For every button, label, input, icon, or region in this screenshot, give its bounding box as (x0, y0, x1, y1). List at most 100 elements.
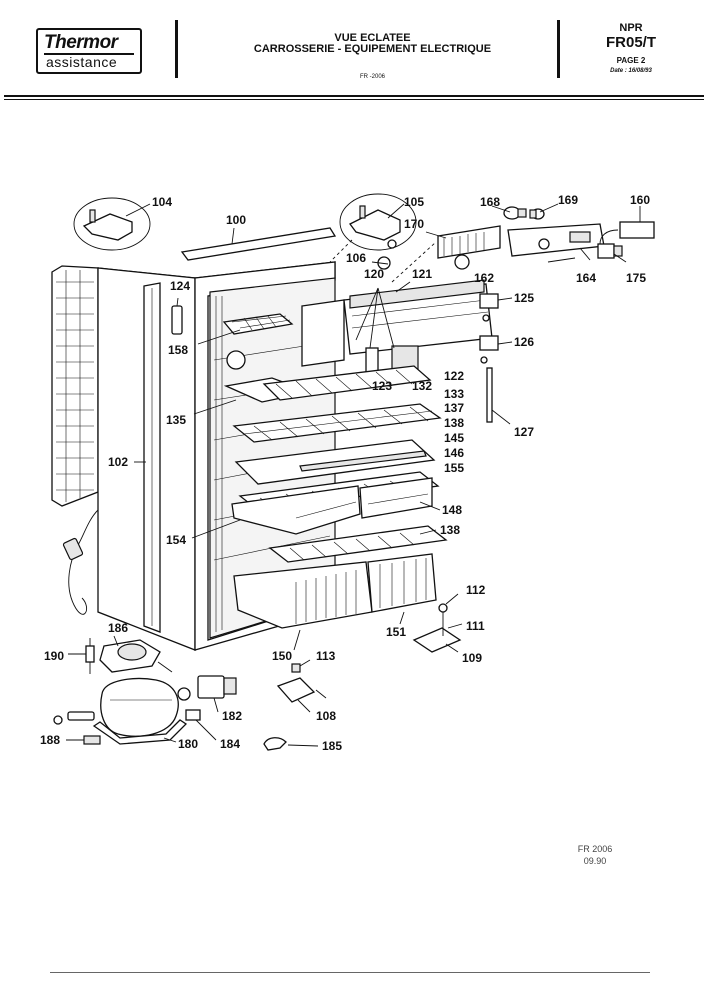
callout-120: 120 (364, 267, 384, 281)
callout-154: 154 (166, 533, 186, 547)
door-hinge-lower (479, 335, 499, 364)
crisper-drawer-right (367, 553, 437, 613)
page-label: PAGE 2 (616, 56, 646, 65)
upper-wire-shelf (223, 365, 432, 403)
callout-170: 170 (404, 217, 424, 231)
footer-rule (50, 972, 650, 973)
callout-132: 132 (412, 379, 432, 393)
callout-111: 111 (466, 619, 485, 633)
control-panel (507, 223, 605, 263)
callout-169: 169 (558, 193, 578, 207)
callout-186: 186 (108, 621, 128, 635)
freezer-door (301, 279, 493, 367)
callout-188: 188 (40, 733, 60, 747)
callout-160: 160 (630, 193, 650, 207)
callout-108: 108 (316, 709, 336, 723)
callout-168: 168 (480, 195, 500, 209)
thermostat-housing (437, 225, 501, 270)
callout-100: 100 (226, 213, 246, 227)
condenser-coil (51, 265, 99, 507)
dashed-leaders (329, 239, 437, 283)
lamp-holder (529, 208, 545, 220)
header-rule-thin (4, 99, 704, 100)
thermostat-unit (99, 639, 173, 673)
callout-150: 150 (272, 649, 292, 663)
brand-logo-sub: assistance (46, 54, 118, 70)
callout-185: 185 (322, 739, 342, 753)
bottom-hinge (412, 603, 462, 653)
doc-code: FR -2006 (359, 74, 385, 80)
cable-and-plug (53, 711, 101, 745)
sensor-probe (85, 638, 95, 674)
header-divider-left (175, 20, 178, 78)
header-rule-thick (4, 95, 704, 97)
callout-126: 126 (514, 335, 534, 349)
crisper-drawer-left (233, 561, 373, 629)
lamp-bulb (503, 206, 527, 220)
callout-109: 109 (462, 651, 482, 665)
thermostat-knob-cover (171, 305, 183, 335)
model-label: FR05/T (605, 34, 656, 51)
relay-box (177, 675, 237, 701)
callout-155: 155 (444, 461, 464, 475)
series-label: NPR (619, 22, 643, 34)
ice-tray (222, 313, 294, 335)
callout-162: 162 (474, 271, 494, 285)
callout-135: 135 (166, 413, 186, 427)
brand-logo-main: Thermor (44, 32, 118, 53)
footer-date: 09.90 (583, 856, 607, 866)
callout-137: 137 (444, 401, 464, 415)
lower-wire-shelf (268, 525, 448, 563)
power-cord (62, 509, 99, 615)
top-trim (180, 227, 337, 261)
middle-wire-shelf (232, 403, 442, 443)
callout-105: 105 (404, 195, 424, 209)
callout-133: 133 (444, 387, 464, 401)
date-label: Date : 16/08/93 (610, 68, 652, 74)
callout-158: 158 (168, 343, 188, 357)
callout-124: 124 (170, 279, 190, 293)
callout-138-lower: 138 (440, 523, 460, 537)
switch-small (597, 243, 623, 259)
glass-shelf (234, 439, 436, 485)
callout-113: 113 (316, 649, 336, 663)
compressor (92, 677, 188, 745)
door-hinge-upper (479, 293, 499, 322)
callout-146: 146 (444, 446, 464, 460)
callout-182: 182 (222, 709, 242, 723)
callout-190: 190 (44, 649, 64, 663)
clip-parts (185, 709, 287, 751)
gasket-strip (143, 282, 161, 633)
brand-logo-rule (44, 53, 134, 55)
doc-title-line1: VUE ECLATEE (334, 32, 411, 44)
top-hinge-left (73, 197, 151, 251)
header-divider-right (557, 20, 560, 78)
leader-lines (66, 203, 641, 747)
brand-logo: Thermor assistance (36, 28, 142, 74)
callout-145: 145 (444, 431, 464, 445)
callout-164: 164 (576, 271, 596, 285)
foot-bracket (276, 663, 327, 703)
callout-138-upper: 138 (444, 416, 464, 430)
callout-labels: 104 100 105 106 168 169 160 170 120 121 … (40, 193, 650, 753)
door-trays (231, 477, 433, 535)
switch-unit (599, 221, 655, 245)
callout-123: 123 (372, 379, 392, 393)
top-hinge-right (339, 193, 417, 251)
callout-122: 122 (444, 369, 464, 383)
callout-125: 125 (514, 291, 534, 305)
callout-104: 104 (152, 195, 172, 209)
callout-112: 112 (466, 583, 486, 597)
footer-code: FR 2006 (577, 844, 613, 854)
callout-184: 184 (220, 737, 240, 751)
callout-106: 106 (346, 251, 366, 265)
callout-121: 121 (412, 267, 432, 281)
callout-180: 180 (178, 737, 198, 751)
callout-148: 148 (442, 503, 462, 517)
callout-151: 151 (386, 625, 406, 639)
control-knob (226, 350, 246, 370)
callout-102: 102 (108, 455, 128, 469)
callout-127: 127 (514, 425, 534, 439)
callout-175: 175 (626, 271, 646, 285)
